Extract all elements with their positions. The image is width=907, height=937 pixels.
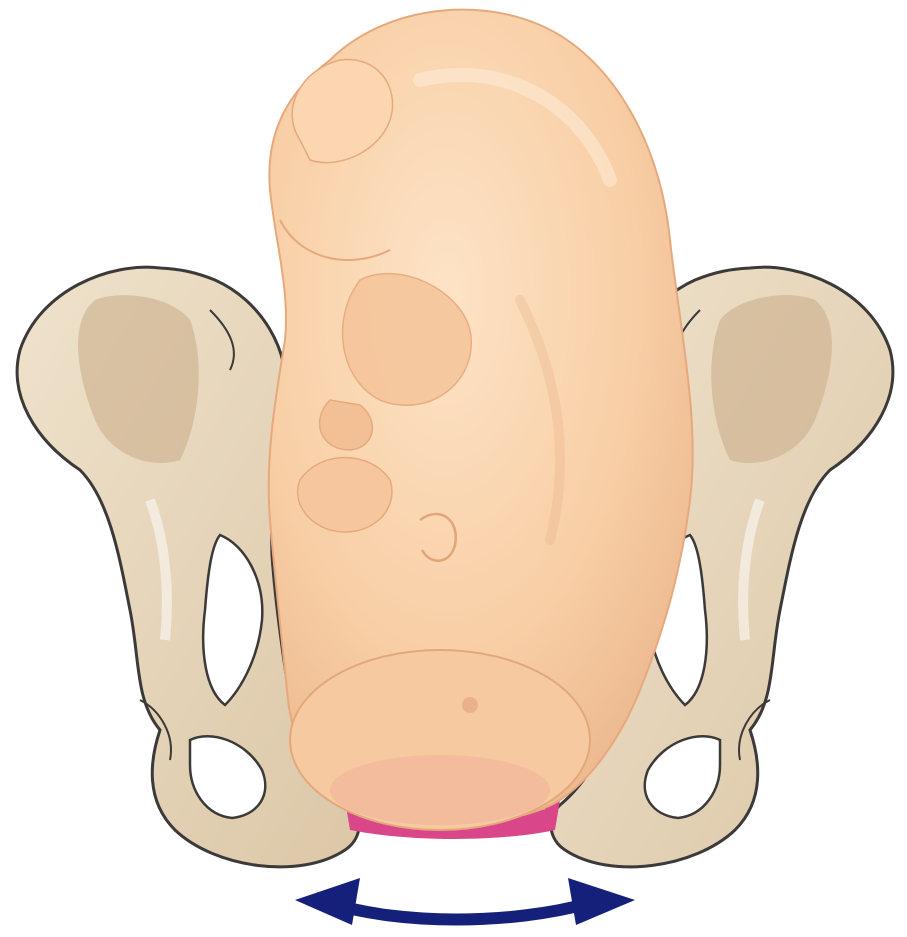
fetus-icon bbox=[269, 10, 693, 830]
double-headed-arrow-icon bbox=[295, 878, 635, 925]
